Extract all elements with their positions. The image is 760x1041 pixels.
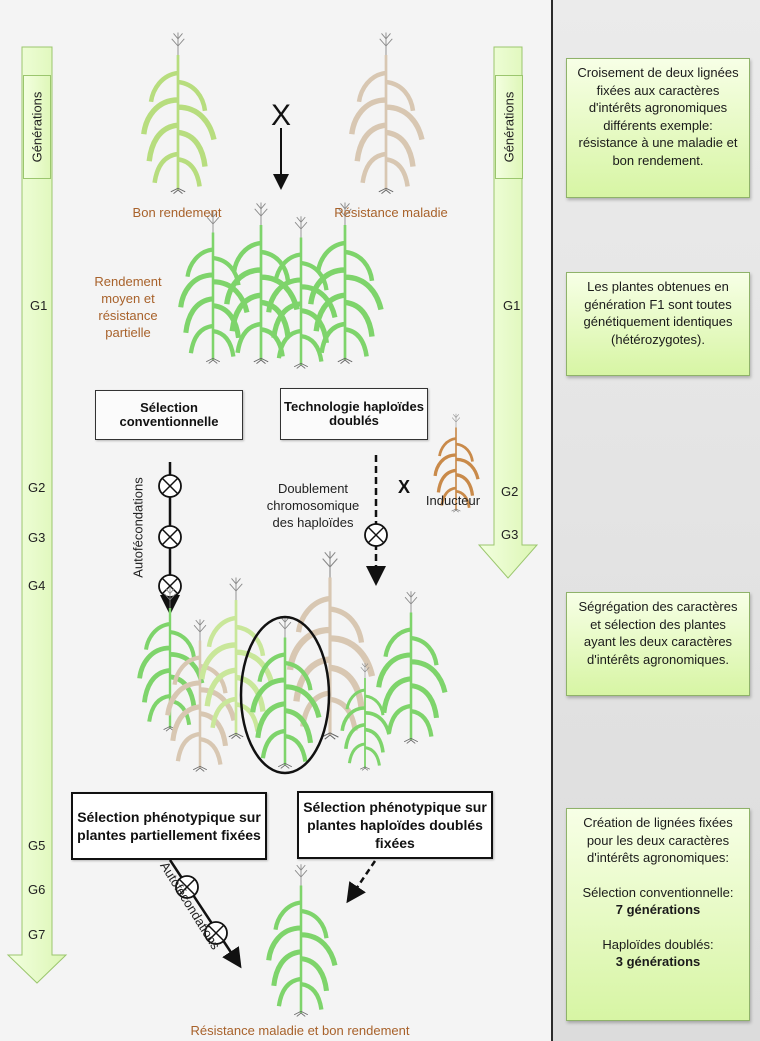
- note-segregation: Ségrégation des caractères et sélection …: [566, 592, 750, 696]
- dh-arrow-final: [346, 860, 377, 904]
- plant-resistance-maladie: [352, 32, 422, 195]
- note-dh-value: 3 générations: [615, 954, 701, 969]
- gen-left-g2: G2: [28, 480, 46, 495]
- cross-symbol: X: [271, 99, 291, 132]
- note-text: Ségrégation des caractères et sélection …: [578, 599, 738, 667]
- diagram-panel: [0, 0, 551, 1041]
- label-final: Résistance maladie et bon rendement: [190, 1023, 410, 1038]
- box-selection-phenotypique-partielle: Sélection phénotypique sur plantes parti…: [71, 792, 267, 860]
- generations-tab-right: Générations: [495, 75, 523, 179]
- note-conv-value: 7 générations: [615, 902, 701, 917]
- f1-plant: [311, 202, 381, 365]
- note-croisement: Croisement de deux lignées fixées aux ca…: [566, 58, 750, 198]
- gen-left-g5: G5: [28, 838, 46, 853]
- note-intro: Création de lignées fixées pour les deux…: [583, 815, 733, 865]
- label-inducteur: Inducteur: [425, 493, 481, 508]
- gen-left-g4: G4: [28, 578, 46, 593]
- selection-ellipse: [239, 615, 331, 775]
- gen-right-g1: G1: [503, 298, 521, 313]
- box-technologie-haploides: Technologie haploïdes doublés: [280, 388, 428, 440]
- box-selection-phenotypique-dh: Sélection phénotypique sur plantes haplo…: [297, 791, 493, 859]
- plant-bon-rendement: [144, 32, 214, 195]
- gen-right-g3: G3: [501, 527, 519, 542]
- segregating-plant: [168, 618, 234, 772]
- gen-left-g6: G6: [28, 882, 46, 897]
- note-dh-label: Haploïdes doublés:: [602, 936, 714, 952]
- plant-final: [269, 863, 335, 1017]
- note-text: Croisement de deux lignées fixées aux ca…: [577, 65, 739, 168]
- selfing-arrow-final: [168, 859, 242, 969]
- label-resistance-maladie: Résistance maladie: [334, 205, 448, 220]
- label-autofecondations: Autofécondations: [130, 477, 146, 578]
- panel-divider: [551, 0, 553, 1041]
- self-pollination-icon: [158, 474, 182, 498]
- gen-left-g1: G1: [30, 298, 48, 313]
- gen-left-g3: G3: [28, 530, 46, 545]
- note-conv-label: Sélection conventionnelle:: [582, 884, 734, 900]
- box-selection-conventionnelle: Sélection conventionnelle: [95, 390, 243, 440]
- f1-plant: [181, 210, 247, 364]
- note-creation-lignees: Création de lignées fixées pour les deux…: [566, 808, 750, 1021]
- self-pollination-icon: [158, 525, 182, 549]
- gen-left-g7: G7: [28, 927, 46, 942]
- gen-right-g2: G2: [501, 484, 519, 499]
- self-pollination-icon: [364, 523, 388, 547]
- segregating-plant: [379, 590, 445, 744]
- inducer-cross-symbol: X: [398, 477, 410, 497]
- generations-tab-left: Générations: [23, 75, 51, 179]
- segregating-plant: [290, 550, 372, 740]
- note-text: Les plantes obtenues en génération F1 so…: [583, 279, 733, 347]
- segregating-plant: [202, 577, 272, 740]
- label-doublement: Doublement chromosomique des haploïdes: [266, 481, 360, 530]
- label-bon-rendement: Bon rendement: [132, 205, 222, 220]
- note-f1: Les plantes obtenues en génération F1 so…: [566, 272, 750, 376]
- label-f1: Rendement moyen et résistance partielle: [94, 274, 162, 340]
